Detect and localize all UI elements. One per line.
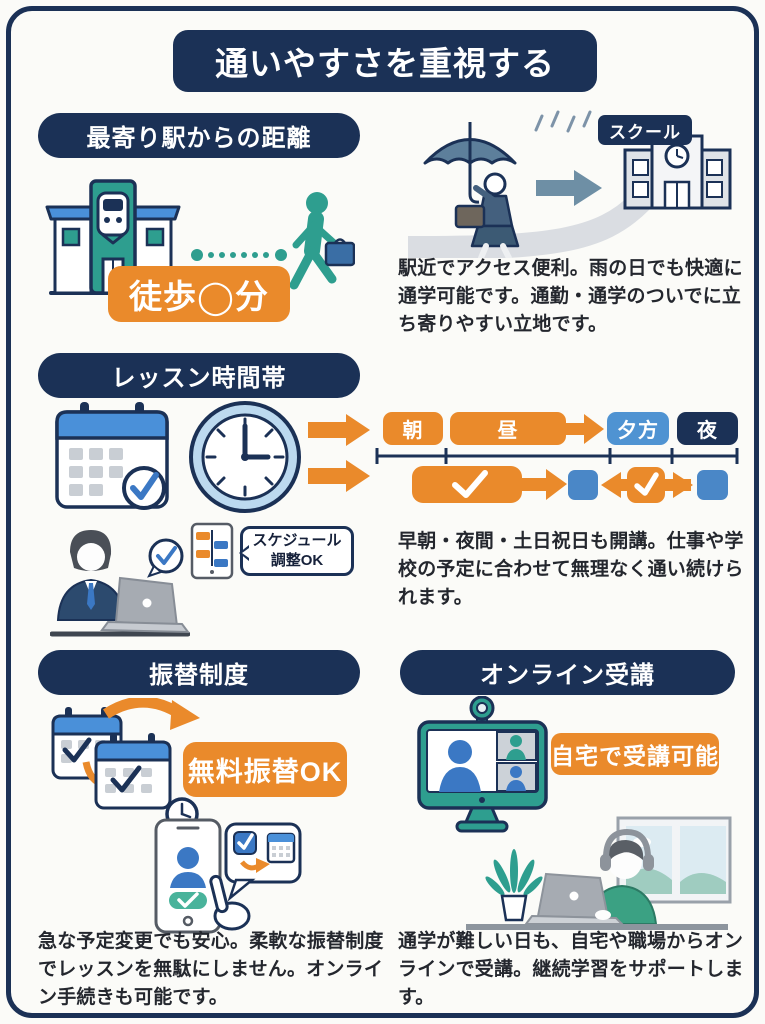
smartphone-icon [154,818,222,934]
time-band-morning: 朝 [383,412,443,445]
slot-bar [412,466,522,503]
phone-booking-illustration [154,818,302,934]
schedule-description: 早朝・夜間・土日祝日も開講。仕事や学校の予定に合わせて無理なく通い続けられます。 [398,531,744,609]
check-icon [634,472,659,496]
check-icon [452,470,488,498]
rain-icon [534,110,592,133]
train-station-icon [45,179,189,295]
online-description: 通学が難しい日も、自宅や職場からオンラインで受講。継続学習をサポートします。 [398,931,744,1009]
arrow-right-icon [546,469,567,500]
section-header-lesson-hours: レッスン時間帯 [38,353,360,398]
speech-check-icon [147,538,184,578]
station-description: 駅近でアクセス便利。雨の日でも快適に通学可能です。通勤・通学のついでに立ち寄りや… [398,258,743,336]
school-building-icon [623,134,732,210]
callout-line2: 調整OK [270,552,324,569]
plant-icon [485,849,543,922]
laptop-icon [524,872,625,925]
calendar-icon [94,733,172,810]
arrow-right-icon [566,414,604,444]
calendar-check-icon [55,402,169,510]
slot-square [627,467,665,503]
arrow-right-icon [308,414,370,446]
makeup-description: 急な予定変更でも安心。柔軟な振替制度でレッスンを無駄にしません。オンライン手続き… [38,931,384,1009]
time-band-daytime: 昼 [450,412,566,445]
person-at-laptop-illustration [50,530,190,637]
umbrella-person-icon [423,122,520,258]
section-header-makeup-system: 振替制度 [38,650,360,695]
calendar-icon [266,832,296,864]
time-axis [375,448,739,464]
time-band-evening: 夕方 [607,412,669,445]
headphones-icon [603,828,651,857]
slot-square [568,470,598,500]
arrow-right-icon [308,460,370,492]
section-header-station-distance: 最寄り駅からの距離 [38,113,360,158]
home-attendance-badge: 自宅で受講可能 [551,733,719,775]
clock-icon [189,401,301,513]
schedule-callout-bubble: スケジュール 調整OK [239,526,354,576]
video-call-monitor-illustration [417,696,548,833]
double-arrow-icon [673,472,693,498]
slot-square [697,470,728,500]
speech-bubble [224,822,302,902]
walking-person-icon [289,192,355,290]
section-header-online: オンライン受講 [400,650,735,695]
callout-line1: スケジュール [252,531,342,549]
lesson-slots-row [412,466,728,503]
hand-pointer-icon [209,874,251,931]
time-band-night: 夜 [677,412,738,445]
school-label: スクール [598,115,692,145]
page-title: 通いやすさを重視する [173,30,597,92]
station-walk-illustration [45,179,355,295]
walk-minutes-badge: 徒歩◯分 [108,266,290,322]
curved-arrow-icon [103,698,183,719]
free-makeup-badge: 無料振替OK [183,742,347,797]
arrow-right-icon [536,170,602,206]
reschedule-calendars-illustration [51,698,200,830]
schedule-tablet-icon [190,522,234,580]
desk [466,924,728,930]
home-study-illustration [466,816,732,930]
dotted-distance-line [191,249,287,261]
commute-to-school-illustration [407,110,732,258]
